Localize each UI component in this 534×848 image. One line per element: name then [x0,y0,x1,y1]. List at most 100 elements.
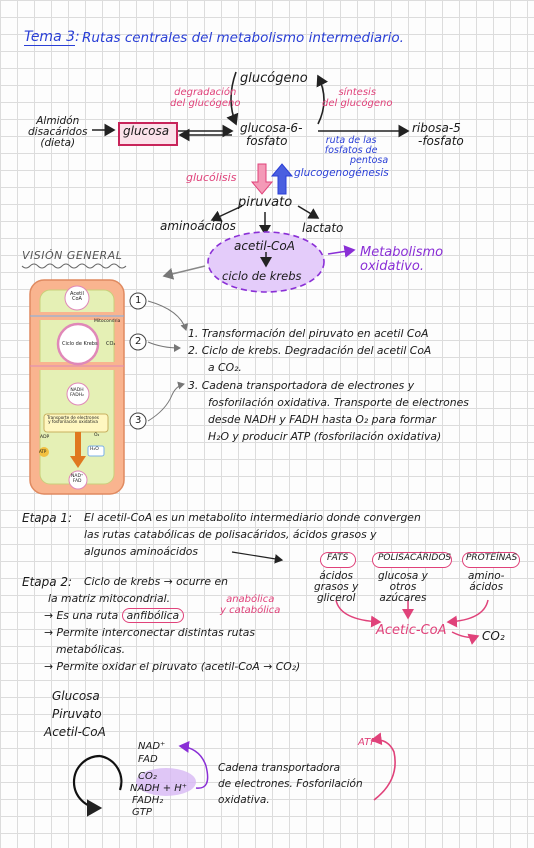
etapa1-line-2: las rutas catabólicas de polisacáridos, … [84,528,377,541]
pentosas-line-3: pentosa [350,154,389,166]
degradacion-line-1: degradación [174,87,237,98]
marker-2: 2 [135,336,142,347]
cadena-line-1: Cadena transportadora [218,762,341,774]
almidon-line-1: Almidón [36,115,80,127]
cycle-co2: CO₂ [138,771,157,782]
ribosa-line-1: ribosa-5 [412,121,461,135]
pentosas-label: ruta de las fosfatos de pentosa [314,136,388,166]
fig-mitocondria: Mitocondria [94,319,121,324]
glucosa-box [118,122,178,146]
etapa1-line-1: El acetil-CoA es un metabolito intermedi… [84,511,421,524]
cycle-fad: FAD [138,754,158,765]
page-title: Rutas centrales del metabolismo intermed… [82,30,404,46]
cadena-line-2: de electrones. Fosforilación [218,778,363,790]
almidon-line-3: (dieta) [40,137,76,150]
pentosas-line-2: fosfatos de [324,144,378,156]
fig-nadh-2: FADH₂ [70,392,84,398]
almidon-label: Almidón disacáridos (dieta) [28,115,88,150]
cycle-gtp: GTP [132,807,152,818]
fats-sub-3: glicerol [316,592,356,605]
ribosa-label: ribosa-5 -fosfato [412,122,464,147]
etapa2-bullet-2: → Permite interconectar distintas rutas [44,626,255,639]
cycle-nad: NAD⁺ [138,741,166,752]
fats-label: FATS [327,553,349,563]
ribosa-line-2: -fosfato [418,133,464,148]
poli-sub: glucosa y otros azúcares [378,570,428,604]
pentosas-line-1: ruta de las [325,135,377,146]
metabolismo-oxidativo-label: Metabolismo oxidativo. [360,246,443,273]
fig-h2o: H₂O [90,447,99,452]
fig-nadh: NADH FADH₂ [70,388,84,398]
g6p-line-1: glucosa-6- [240,121,303,135]
cycle-nadh: NADH + H⁺ [130,783,188,794]
step-3b: fosforilación oxidativa. Transporte de e… [208,396,469,409]
cadena-line-3: oxidativa. [218,794,270,806]
lactato-label: lactato [302,221,344,235]
metab-line-1: Metabolismo [360,245,444,260]
aminoacidos-label: aminoácidos [160,219,236,233]
etapa1-label: Etapa 1: [22,511,73,525]
sintesis-label: síntesis del glucógeno [322,87,393,109]
acetic-coa-label: Acetic-CoA [376,623,447,638]
cycle-cadena: Cadena transportadora de electrones. Fos… [218,760,363,808]
fig-nad: NAD⁺ FAD [71,474,84,484]
cycle-acetil: Acetil-CoA [44,725,106,739]
fig-nad-2: FAD [72,478,82,484]
g6p-line-2: fosfato [246,133,288,148]
bullet-1-text: → Es una ruta [44,609,119,622]
cycle-glucosa: Glucosa [52,689,100,703]
glucolisis-label: glucólisis [186,171,237,184]
co2-label: CO₂ [482,629,505,643]
fats-sub-1: ácidos [319,570,354,582]
anf-note-1: anabólica [226,594,275,605]
etapa2-bullet-3: → Permite oxidar el piruvato (acetil-CoA… [44,660,301,673]
step-2b: a CO₂. [208,361,242,374]
fig-acetil-2: CoA [71,296,82,303]
vision-heading: VISIÓN GENERAL [22,249,123,262]
g6p-label: glucosa-6- fosfato [240,122,302,147]
fats-sub: ácidos grasos y glicerol [314,570,358,605]
step-1: 1. Transformación del piruvato en acetil… [188,327,429,340]
etapa2-line-2: la matriz mitocondrial. [48,592,171,605]
fig-cadena-2: y fosforilación oxidativa [48,419,98,425]
etapa2-label: Etapa 2: [22,575,73,589]
acetilcoa-label: acetil-CoA [234,239,295,253]
anfibolica-word: anfibólica [121,608,185,623]
degradacion-label: degradación del glucógeno [170,87,241,109]
fig-nadh-1: NADH [70,388,84,393]
proteinas-label: PROTEÍNAS [466,553,518,563]
fig-nad-1: NAD⁺ [71,474,84,479]
polisacaridos-label: POLISACÁRIDOS [378,553,452,563]
etapa2-bullet-2b: metabólicas. [56,643,126,656]
degradacion-line-2: del glucógeno [170,97,241,109]
gluconeogenesis-label: glucogenogénesis [294,167,389,179]
topic-text: Tema 3 [24,29,76,46]
topic-label: Tema 3: [24,29,80,46]
poli-sub-1: glucosa y [378,570,428,582]
krebs-label: ciclo de krebs [222,269,302,283]
piruvato-label: piruvato [238,195,293,210]
fig-atp: ATP [39,449,47,454]
almidon-line-2: disacáridos [28,126,88,139]
prot-sub: amino- ácidos [468,570,505,594]
fig-acetil: Acetil CoA [70,291,84,303]
sintesis-line-1: síntesis [338,87,377,98]
fats-bubble [320,552,356,568]
marker-1: 1 [135,295,142,306]
fig-acetil-1: Acetil [70,291,84,297]
step-3c: desde NADH y FADH hasta O₂ para formar [208,413,437,426]
marker-3: 3 [135,415,142,426]
sintesis-line-2: del glucógeno [322,97,393,109]
fig-co2: CO₂ [106,341,116,347]
polisacaridos-bubble [372,552,452,568]
prot-sub-1: amino- [468,570,505,582]
prot-sub-2: ácidos [469,581,504,594]
cycle-atp: ATP [358,737,377,748]
fig-cadena-1: Transporte de electrones [47,415,99,420]
step-2: 2. Ciclo de krebs. Degradación del aceti… [188,344,432,357]
